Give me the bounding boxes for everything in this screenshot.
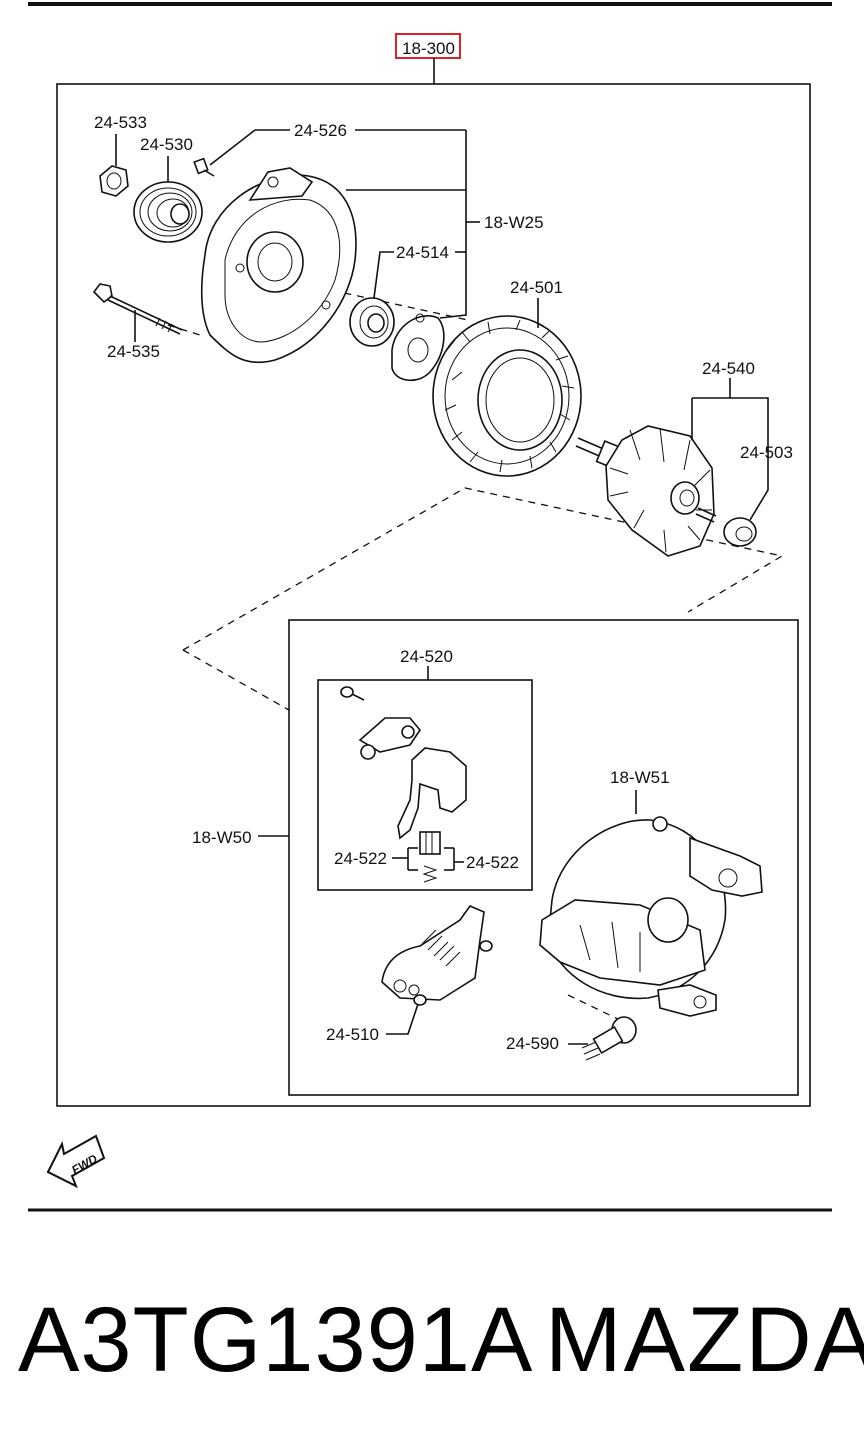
label-24-522-left: 24-522 — [334, 849, 387, 868]
label-24-535: 24-535 — [107, 342, 160, 361]
footer-caption: A3TG1391A MAZDA — [0, 1288, 864, 1398]
rear-bearing-24-503[interactable] — [723, 517, 757, 547]
brand-name: MAZDA — [545, 1289, 864, 1391]
exploded-guide-upper — [182, 487, 784, 651]
brush-holder-box — [317, 679, 533, 891]
label-24-590: 24-590 — [506, 1034, 559, 1053]
stator-24-501[interactable] — [432, 315, 582, 477]
pulley-24-530[interactable] — [133, 181, 203, 243]
assembly-label: 18-300 — [402, 39, 455, 58]
sensor-guide — [567, 994, 621, 1021]
through-bolt-24-535[interactable] — [92, 283, 183, 335]
label-24-510: 24-510 — [326, 1025, 379, 1044]
front-housing[interactable] — [200, 167, 357, 364]
brush-holder-24-520[interactable] — [340, 686, 467, 883]
assembly-frame — [56, 83, 811, 1107]
label-24-503: 24-503 — [740, 443, 793, 462]
rectifier-24-510[interactable] — [381, 905, 493, 1006]
part-number: A3TG1391A — [18, 1289, 534, 1391]
label-18-W50: 18-W50 — [192, 828, 252, 847]
retainer-plate[interactable] — [391, 313, 445, 381]
terminal-24-590[interactable] — [581, 1016, 637, 1061]
label-24-533: 24-533 — [94, 113, 147, 132]
rotor-24-540[interactable] — [575, 425, 717, 557]
label-24-501: 24-501 — [510, 278, 563, 297]
assembly-highlight-box[interactable] — [395, 33, 461, 59]
screw-24-526[interactable] — [193, 157, 215, 177]
label-18-W51: 18-W51 — [610, 768, 670, 787]
exploded-parts-diagram: 18-300 — [28, 2, 832, 1212]
label-24-522-right: 24-522 — [466, 853, 519, 872]
label-24-520: 24-520 — [400, 647, 453, 666]
label-24-540: 24-540 — [702, 359, 755, 378]
label-24-530: 24-530 — [140, 135, 193, 154]
bearing-24-514[interactable] — [349, 297, 395, 347]
regulator-subframe — [288, 619, 799, 1096]
label-24-526: 24-526 — [294, 121, 347, 140]
nut-24-533[interactable] — [99, 165, 129, 197]
label-24-514: 24-514 — [396, 243, 449, 262]
rear-housing-18-W51[interactable] — [539, 816, 763, 1017]
leader-lines — [115, 129, 769, 1045]
label-18-W25: 18-W25 — [484, 213, 544, 232]
fwd-arrow-icon: FWD — [46, 1134, 106, 1189]
exploded-guide-lower — [182, 649, 290, 711]
